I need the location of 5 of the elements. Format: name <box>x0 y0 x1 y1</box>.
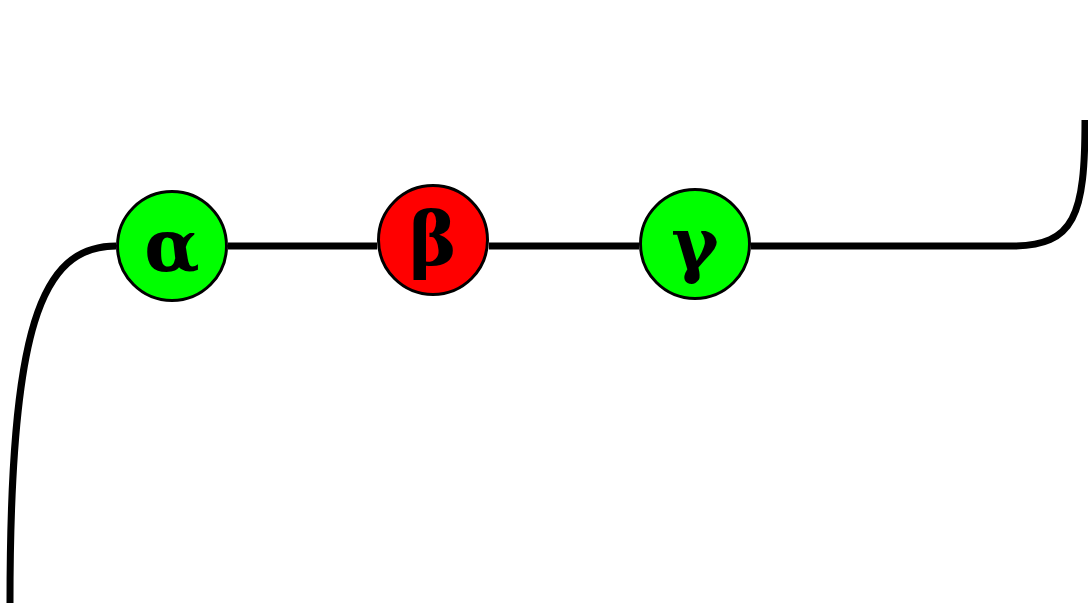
connector-line <box>489 242 639 250</box>
connector-line <box>6 242 117 604</box>
connector-line <box>751 119 1088 250</box>
connector-line <box>228 242 377 250</box>
greek-letter: α <box>144 210 200 282</box>
